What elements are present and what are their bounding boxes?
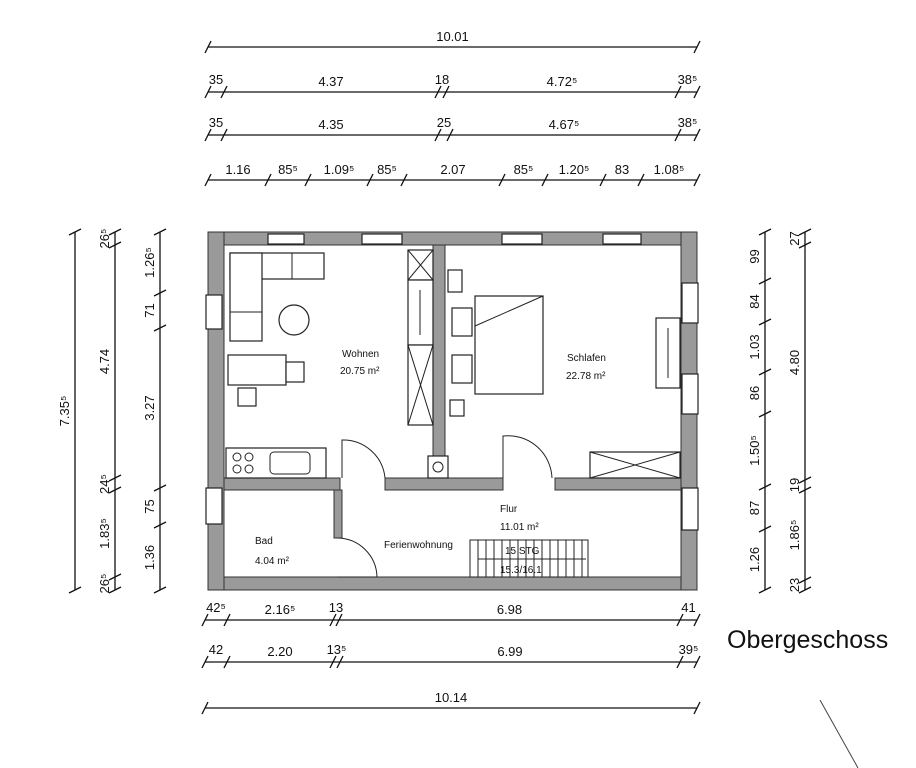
dimension-label: 7.35⁵ [57,396,72,427]
dimension-label: 6.99 [497,644,522,659]
dimension-label: 23 [787,578,802,592]
unit-label: Ferienwohnung [384,540,453,551]
staircase [469,539,589,578]
dimension-label: 99 [747,249,762,263]
dimension-label: 4.72⁵ [547,74,578,89]
dimension-label: 26⁵ [97,229,112,249]
dimension-label: 2.16⁵ [265,602,296,617]
dimension-label: 87 [747,501,762,515]
dimension-label: 2.07 [440,162,465,177]
dimension-label: 85⁵ [278,162,298,177]
dimension-label: 10.01 [436,29,469,44]
dimension-label: 4.67⁵ [549,117,580,132]
dimension-label: 1.83⁵ [97,518,112,549]
room-wohnen-area: 20.75 m² [340,366,380,377]
room-flur-area: 11.01 m² [500,522,539,533]
dimension-label: 13⁵ [327,642,347,657]
furniture [225,249,681,479]
dimension-label: 4.80 [787,350,802,375]
dimension-label: 6.98 [497,602,522,617]
dimension-label: 75 [142,499,157,513]
doors [336,435,553,578]
stairs-ratio: 15.3/16.1 [500,565,542,576]
room-bad-area: 4.04 m² [255,556,290,567]
dimension-label: 2.20 [267,644,292,659]
stairs-steps: 15 STG [505,546,540,557]
floor-title: Obergeschoss [727,626,888,654]
dimension-label: 1.08⁵ [654,162,685,177]
dimension-label: 85⁵ [514,162,534,177]
room-schlafen-area: 22.78 m² [566,371,606,382]
room-bad-name: Bad [255,536,273,547]
dimension-label: 1.26 [747,547,762,572]
dimension-label: 41 [681,600,695,615]
dimension-label: 84 [747,294,762,308]
dimension-label: 1.26⁵ [142,247,157,278]
dimension-label: 38⁵ [678,115,698,130]
dimension-label: 35 [209,72,223,87]
dimension-label: 42 [209,642,223,657]
dimension-label: 1.86⁵ [787,520,802,551]
dimension-label: 27 [787,231,802,245]
dimension-label: 71 [142,303,157,317]
dimension-label: 26⁵ [97,574,112,594]
dimension-label: 19 [787,478,802,492]
dimension-label: 4.37 [318,74,343,89]
dimension-label: 1.09⁵ [324,162,355,177]
dimension-label: 25 [437,115,451,130]
dimension-label: 1.16 [225,162,250,177]
north-marker-line [819,699,859,768]
dimension-label: 4.74 [97,349,112,374]
dimension-label: 1.36 [142,545,157,570]
room-flur-name: Flur [500,504,518,515]
dimension-label: 3.27 [142,395,157,420]
dimension-label: 85⁵ [377,162,397,177]
room-wohnen-name: Wohnen [342,349,379,360]
windows [205,233,699,531]
dimension-label: 24⁵ [97,474,112,494]
room-schlafen-name: Schlafen [567,353,606,364]
dimension-label: 38⁵ [678,72,698,87]
dimension-label: 42⁵ [206,600,226,615]
dimension-label: 1.03 [747,334,762,359]
dimension-label: 83 [615,162,629,177]
dimension-label: 35 [209,115,223,130]
dimension-label: 10.14 [435,690,468,705]
dimension-label: 1.20⁵ [559,162,590,177]
dimension-label: 86 [747,386,762,400]
dimension-label: 18 [435,72,449,87]
dimension-label: 39⁵ [679,642,699,657]
dimension-label: 13 [329,600,343,615]
dimension-lines: 10.01 35 4.37 18 4.72⁵ 38⁵ 35 4.35 25 4.67⁵ 38⁵ 1.1… [57,29,812,715]
dimension-label: 1.50⁵ [747,435,762,466]
dimension-label: 4.35 [318,117,343,132]
